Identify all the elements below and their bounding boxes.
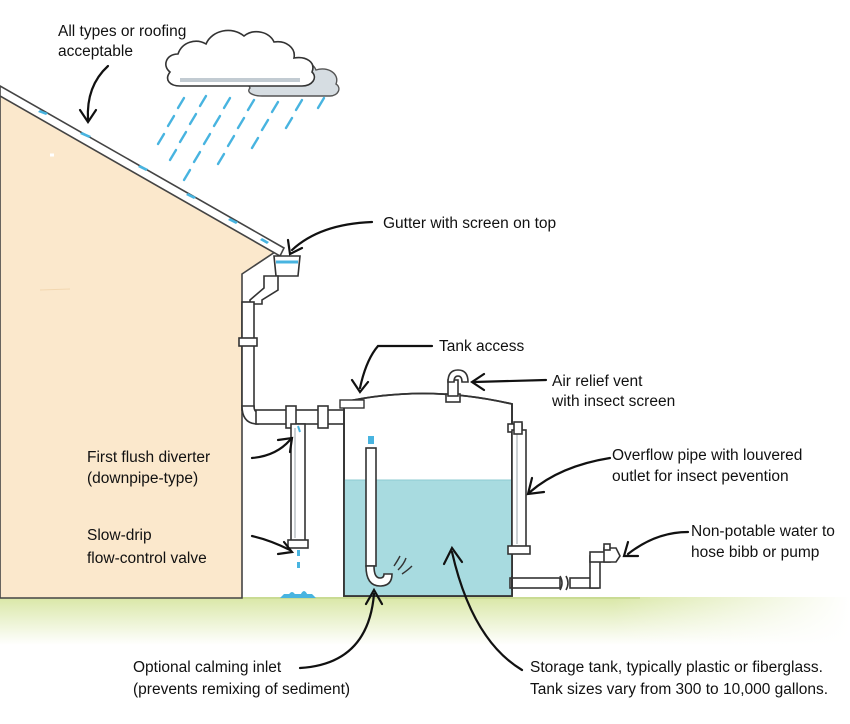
label-calming-inlet-line-2: (prevents remixing of sediment)	[133, 681, 350, 698]
first-flush-diverter	[287, 423, 309, 549]
label-overflow-line-2: outlet for insect pevention	[612, 468, 789, 485]
gutter	[273, 255, 301, 277]
roof-water-accents	[38, 110, 269, 244]
arrow-slow-drip	[250, 534, 292, 552]
label-non-potable-line-1: Non-potable water to	[691, 523, 835, 540]
label-gutter-line-1: Gutter with screen on top	[383, 215, 556, 232]
arrow-overflow	[528, 456, 612, 494]
label-tank-access: Tank access	[439, 338, 525, 355]
tank-access-hatch	[339, 399, 365, 409]
arrow-non-potable	[626, 530, 690, 556]
label-storage-tank-line-2: Tank sizes vary from 300 to 10,000 gallo…	[530, 681, 828, 698]
label-slow-drip: Slow-drip flow-control valve	[87, 527, 207, 567]
label-roofing-line-1: All types or roofing	[58, 23, 186, 40]
arrow-roofing	[86, 64, 110, 122]
slow-drip	[280, 550, 316, 598]
label-storage-tank: Storage tank, typically plastic or fiber…	[530, 659, 828, 698]
rain	[156, 94, 326, 182]
label-air-vent-line-1: Air relief vent	[552, 373, 643, 390]
label-first-flush-line-2: (downpipe-type)	[87, 470, 198, 487]
label-slow-drip-line-2: flow-control valve	[87, 550, 207, 567]
label-storage-tank-line-1: Storage tank, typically plastic or fiber…	[530, 659, 823, 676]
outlet-pipe	[509, 543, 621, 591]
label-non-potable-line-2: hose bibb or pump	[691, 544, 819, 561]
label-non-potable: Non-potable water to hose bibb or pump	[691, 523, 839, 561]
label-air-vent: Air relief vent with insect screen	[551, 373, 675, 410]
ground	[0, 597, 850, 645]
rain-cloud	[165, 29, 340, 97]
arrow-first-flush	[250, 438, 292, 460]
arrow-air-vent	[472, 378, 548, 384]
label-roofing-line-2: acceptable	[58, 43, 133, 60]
arrow-gutter	[290, 220, 374, 252]
calming-inlet	[365, 436, 413, 587]
arrow-calming-inlet	[298, 592, 376, 670]
label-calming-inlet-line-1: Optional calming inlet	[133, 659, 282, 676]
label-first-flush-line-1: First flush diverter	[87, 449, 210, 466]
label-overflow-line-1: Overflow pipe with louvered	[612, 447, 802, 464]
overflow-pipe	[507, 421, 531, 555]
label-overflow: Overflow pipe with louvered outlet for i…	[612, 447, 807, 485]
label-slow-drip-line-1: Slow-drip	[87, 527, 152, 544]
label-tank-access-line-1: Tank access	[439, 338, 525, 355]
arrow-storage-tank	[450, 550, 524, 672]
house	[0, 85, 286, 599]
label-gutter: Gutter with screen on top	[383, 215, 556, 232]
arrow-tank-access	[358, 344, 434, 390]
label-roofing: All types or roofing acceptable	[58, 23, 191, 60]
callout-arrows	[78, 64, 690, 672]
label-first-flush: First flush diverter (downpipe-type)	[87, 449, 214, 487]
labels: All types or roofing acceptable Gutter w…	[58, 23, 839, 698]
label-air-vent-line-2: with insect screen	[551, 393, 675, 410]
air-relief-vent	[445, 369, 469, 403]
downpipe	[238, 275, 279, 425]
label-calming-inlet: Optional calming inlet (prevents remixin…	[133, 659, 350, 698]
